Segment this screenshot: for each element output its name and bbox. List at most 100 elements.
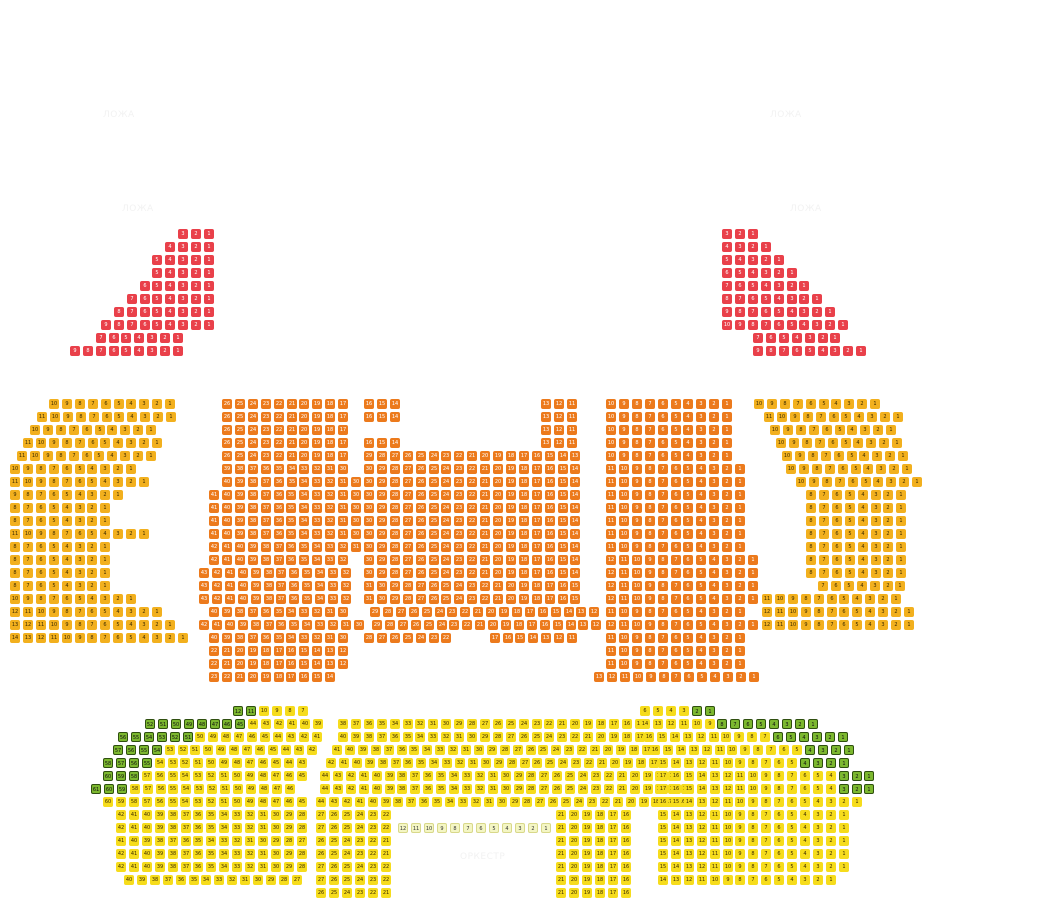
stalls-left-seat[interactable]: 51 <box>190 745 200 755</box>
balcony-right-seat[interactable]: 8 <box>645 477 655 487</box>
stalls-left-seat[interactable]: 42 <box>299 732 309 742</box>
balcony-left-seat[interactable]: 14 <box>312 659 322 669</box>
balcony-right-seat[interactable]: 3 <box>709 464 719 474</box>
stalls-right-seat[interactable]: 9 <box>735 836 745 846</box>
stalls-center-seat[interactable]: 17 <box>608 888 618 898</box>
stalls-right-seat[interactable]: 12 <box>697 810 707 820</box>
balcony-right-seat[interactable]: 7 <box>645 399 655 409</box>
mezzanine-left-seat[interactable]: 10 <box>62 633 72 643</box>
balcony-left-seat[interactable]: 39 <box>248 555 258 565</box>
mezzanine-left-seat[interactable]: 1 <box>100 542 110 552</box>
balcony-center-seat[interactable]: 28 <box>390 542 400 552</box>
balcony-right-seat[interactable]: 2 <box>736 672 746 682</box>
box-right-seat[interactable]: 2 <box>735 229 745 239</box>
stalls-center-seat[interactable]: 19 <box>582 849 592 859</box>
box-right-seat[interactable]: 6 <box>766 333 776 343</box>
balcony-center-seat[interactable]: 17 <box>532 568 542 578</box>
balcony-right-seat[interactable]: 8 <box>645 607 655 617</box>
stalls-center-seat[interactable]: 17 <box>642 745 652 755</box>
balcony-left-seat[interactable]: 39 <box>222 464 232 474</box>
stalls-left-seat[interactable]: 44 <box>273 732 283 742</box>
balcony-left-seat[interactable]: 20 <box>299 412 309 422</box>
balcony-center-seat[interactable]: 19 <box>519 594 529 604</box>
balcony-left-seat[interactable]: 30 <box>338 607 348 617</box>
balcony-center-seat[interactable]: 20 <box>493 477 503 487</box>
balcony-right-seat[interactable]: 9 <box>632 542 642 552</box>
balcony-left-seat[interactable]: 40 <box>222 516 232 526</box>
stalls-left-seat[interactable]: 57 <box>116 758 126 768</box>
stalls-center-seat[interactable]: 18 <box>651 797 661 807</box>
balcony-left-seat[interactable]: 33 <box>315 620 325 630</box>
balcony-right-seat[interactable]: 11 <box>606 529 616 539</box>
balcony-right-seat[interactable]: 9 <box>632 633 642 643</box>
stalls-left-seat[interactable]: 49 <box>245 797 255 807</box>
balcony-right-seat[interactable]: 10 <box>619 529 629 539</box>
balcony-center-seat[interactable]: 25 <box>441 594 451 604</box>
mezzanine-right-seat[interactable]: 4 <box>847 425 857 435</box>
balcony-left-seat[interactable]: 35 <box>274 464 284 474</box>
box-right-seat[interactable]: 2 <box>843 346 853 356</box>
stalls-right-seat[interactable]: 13 <box>684 836 694 846</box>
balcony-left-seat[interactable]: 36 <box>261 464 271 474</box>
mezzanine-right-seat[interactable]: 2 <box>873 425 883 435</box>
stalls-center-seat[interactable]: 24 <box>551 745 561 755</box>
mezzanine-right-seat[interactable]: 7 <box>819 542 829 552</box>
stalls-right-seat[interactable]: 4 <box>800 849 810 859</box>
balcony-right-seat[interactable]: 5 <box>683 464 693 474</box>
mezzanine-right-seat[interactable]: 2 <box>883 542 893 552</box>
balcony-center-seat[interactable]: 30 <box>364 516 374 526</box>
stalls-left-seat[interactable]: 37 <box>181 849 191 859</box>
stalls-right-seat[interactable]: 3 <box>813 810 823 820</box>
balcony-center-seat[interactable]: 28 <box>390 477 400 487</box>
mezzanine-left-seat[interactable]: 8 <box>87 633 97 643</box>
balcony-center-seat[interactable]: 29 <box>364 451 374 461</box>
stalls-center-seat[interactable]: 23 <box>368 810 378 820</box>
balcony-center-seat[interactable]: 24 <box>441 542 451 552</box>
balcony-left-seat[interactable]: 42 <box>212 594 222 604</box>
box-right-seat[interactable]: 2 <box>812 307 822 317</box>
stalls-right-seat[interactable]: 8 <box>748 823 758 833</box>
balcony-right-seat[interactable]: 5 <box>683 633 693 643</box>
balcony-right-seat[interactable]: 8 <box>645 633 655 643</box>
balcony-left-seat[interactable]: 37 <box>276 581 286 591</box>
stalls-right-seat[interactable]: 6 <box>774 862 784 872</box>
balcony-left-seat[interactable]: 32 <box>328 620 338 630</box>
mezzanine-left-seat[interactable]: 6 <box>100 620 110 630</box>
balcony-center-seat[interactable]: 22 <box>454 451 464 461</box>
balcony-right-seat[interactable]: 6 <box>671 542 681 552</box>
box-right-seat[interactable]: 9 <box>753 346 763 356</box>
balcony-center-seat[interactable]: 27 <box>416 594 426 604</box>
balcony-left-seat[interactable]: 42 <box>212 568 222 578</box>
box-left-seat[interactable]: 1 <box>204 242 214 252</box>
stalls-center-seat[interactable]: 30 <box>441 719 451 729</box>
balcony-right-seat[interactable]: 10 <box>606 412 616 422</box>
stalls-right-seat[interactable]: 6 <box>743 719 753 729</box>
stalls-left-seat[interactable]: 45 <box>235 719 245 729</box>
mezzanine-left-seat[interactable]: 8 <box>49 477 59 487</box>
stalls-center-seat[interactable]: 24 <box>578 771 588 781</box>
stalls-right-seat[interactable]: 9 <box>748 797 758 807</box>
balcony-center-seat[interactable]: 19 <box>506 490 516 500</box>
balcony-right-seat[interactable]: 6 <box>683 581 693 591</box>
balcony-left-seat[interactable]: 22 <box>222 672 232 682</box>
balcony-center-seat[interactable]: 28 <box>385 620 395 630</box>
mezzanine-right-seat[interactable]: 6 <box>831 581 841 591</box>
stalls-center-seat[interactable]: 27 <box>316 823 326 833</box>
balcony-center-seat[interactable]: 11 <box>567 438 577 448</box>
balcony-center-seat[interactable]: 20 <box>493 568 503 578</box>
mezzanine-left-seat[interactable]: 5 <box>113 620 123 630</box>
mezzanine-left-seat[interactable]: 4 <box>62 542 72 552</box>
box-left-seat[interactable]: 4 <box>165 242 175 252</box>
stalls-right-seat[interactable]: 10 <box>748 771 758 781</box>
stalls-right-seat[interactable]: 15 <box>658 849 668 859</box>
balcony-center-seat[interactable]: 28 <box>390 516 400 526</box>
mezzanine-right-seat[interactable]: 4 <box>858 555 868 565</box>
balcony-right-seat[interactable]: 7 <box>658 464 668 474</box>
stalls-center-seat[interactable]: 31 <box>454 732 464 742</box>
mezzanine-left-seat[interactable]: 11 <box>10 529 20 539</box>
stalls-left-seat[interactable]: 55 <box>168 784 178 794</box>
balcony-left-seat[interactable]: 41 <box>225 568 235 578</box>
mezzanine-right-seat[interactable]: 4 <box>858 516 868 526</box>
balcony-center-seat[interactable]: 28 <box>390 529 400 539</box>
balcony-center-seat[interactable]: 31 <box>364 581 374 591</box>
